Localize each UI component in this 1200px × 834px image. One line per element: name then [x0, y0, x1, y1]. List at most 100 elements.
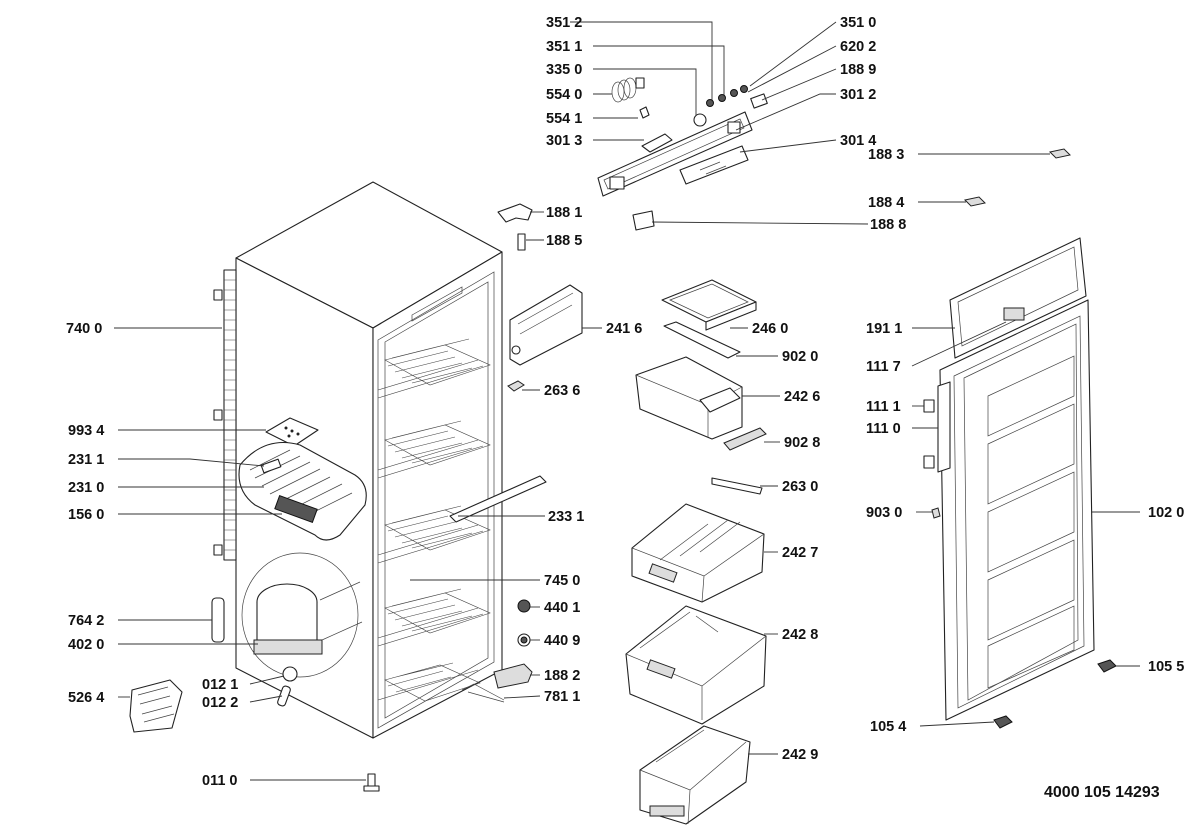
- label-188-1: 188 1: [546, 205, 582, 221]
- part-242-7: [631, 503, 765, 603]
- label-740-0: 740 0: [66, 321, 102, 337]
- part-242-9: [639, 725, 751, 825]
- label-188-8: 188 8: [870, 217, 906, 233]
- part-781-1: [461, 683, 505, 703]
- part-188-2: [493, 663, 533, 689]
- part-012-2: [277, 685, 291, 707]
- part-111-1: [923, 399, 935, 413]
- part-111-0: [937, 381, 951, 473]
- label-263-0: 263 0: [782, 479, 818, 495]
- cabinet: [129, 181, 503, 792]
- part-188-3: [1048, 148, 1072, 159]
- part-902-0: [663, 321, 741, 359]
- part-263-0: [711, 477, 763, 495]
- label-246-0: 246 0: [752, 321, 788, 337]
- part-242-6: [635, 356, 743, 440]
- part-903-0: [931, 507, 941, 519]
- label-188-5: 188 5: [546, 233, 582, 249]
- wire-shelves: [377, 338, 491, 702]
- label-242-8: 242 8: [782, 627, 818, 643]
- label-242-6: 242 6: [784, 389, 820, 405]
- label-231-0: 231 0: [68, 480, 104, 496]
- door: [939, 299, 1095, 721]
- label-012-1: 012 1: [202, 677, 238, 693]
- part-188-9: [750, 93, 768, 109]
- label-263-6: 263 6: [544, 383, 580, 399]
- part-191-1: [949, 237, 1087, 359]
- part-188-8: [632, 210, 655, 231]
- part-440-1: [517, 599, 531, 613]
- label-233-1: 233 1: [548, 509, 584, 525]
- label-301-3: 301 3: [546, 133, 582, 149]
- part-526-4: [129, 679, 183, 733]
- label-188-4: 188 4: [868, 195, 904, 211]
- label-191-1: 191 1: [866, 321, 902, 337]
- label-242-7: 242 7: [782, 545, 818, 561]
- label-554-1: 554 1: [546, 111, 582, 127]
- door-assembly: [923, 237, 1117, 729]
- label-902-0: 902 0: [782, 349, 818, 365]
- label-188-2: 188 2: [544, 668, 580, 684]
- label-781-1: 781 1: [544, 689, 580, 705]
- condenser-coil: [213, 269, 237, 561]
- label-301-2: 301 2: [840, 87, 876, 103]
- part-335-0: [693, 113, 707, 127]
- part-301-4: [679, 145, 749, 185]
- label-231-1: 231 1: [68, 452, 104, 468]
- label-351-0: 351 0: [840, 15, 876, 31]
- part-263-6: [507, 380, 525, 392]
- label-301-4: 301 4: [840, 133, 876, 149]
- part-554-0: [611, 77, 645, 103]
- label-188-3: 188 3: [868, 147, 904, 163]
- label-764-2: 764 2: [68, 613, 104, 629]
- part-188-5: [517, 233, 526, 251]
- label-105-5: 105 5: [1148, 659, 1184, 675]
- label-188-9: 188 9: [840, 62, 876, 78]
- label-440-9: 440 9: [544, 633, 580, 649]
- label-351-2: 351 2: [546, 15, 582, 31]
- label-241-6: 241 6: [606, 321, 642, 337]
- label-351-1: 351 1: [546, 39, 582, 55]
- part-188-1: [497, 203, 533, 223]
- label-993-4: 993 4: [68, 423, 104, 439]
- label-102-0: 102 0: [1148, 505, 1184, 521]
- label-012-2: 012 2: [202, 695, 238, 711]
- part-246-0: [661, 279, 757, 331]
- part-554-1: [639, 106, 650, 119]
- label-902-8: 902 8: [784, 435, 820, 451]
- drawers: [449, 279, 767, 825]
- control-panel: [497, 77, 1072, 251]
- part-231-1: [260, 458, 282, 474]
- compressor: [253, 583, 323, 655]
- part-241-6: [509, 284, 583, 366]
- label-554-0: 554 0: [546, 87, 582, 103]
- label-402-0: 402 0: [68, 637, 104, 653]
- label-903-0: 903 0: [866, 505, 902, 521]
- label-011-0: 011 0: [202, 773, 238, 789]
- part-105-5: [1097, 659, 1117, 673]
- label-111-7: 111 7: [866, 359, 901, 375]
- part-993-4-holes: [284, 426, 300, 438]
- part-011-0: [363, 773, 380, 792]
- part-301-3: [641, 133, 673, 153]
- label-242-9: 242 9: [782, 747, 818, 763]
- part-105-4: [993, 715, 1013, 729]
- leader-lines: [114, 21, 1140, 781]
- label-440-1: 440 1: [544, 600, 580, 616]
- part-012-1: [282, 666, 298, 682]
- part-156-0: [274, 494, 318, 524]
- part-188-4: [963, 196, 987, 207]
- label-105-4: 105 4: [870, 719, 906, 735]
- part-242-8: [625, 605, 767, 725]
- part-764-2: [211, 597, 225, 643]
- document-number: 4000 105 14293: [1044, 784, 1160, 801]
- part-902-8: [723, 427, 767, 451]
- label-526-4: 526 4: [68, 690, 104, 706]
- label-335-0: 335 0: [546, 62, 582, 78]
- label-111-1: 111 1: [866, 399, 901, 415]
- part-labels: 351 2 351 1 335 0 554 0 554 1 301 3 351 …: [66, 15, 1184, 801]
- part-233-1: [449, 475, 547, 523]
- label-156-0: 156 0: [68, 507, 104, 523]
- label-111-0: 111 0: [866, 421, 901, 437]
